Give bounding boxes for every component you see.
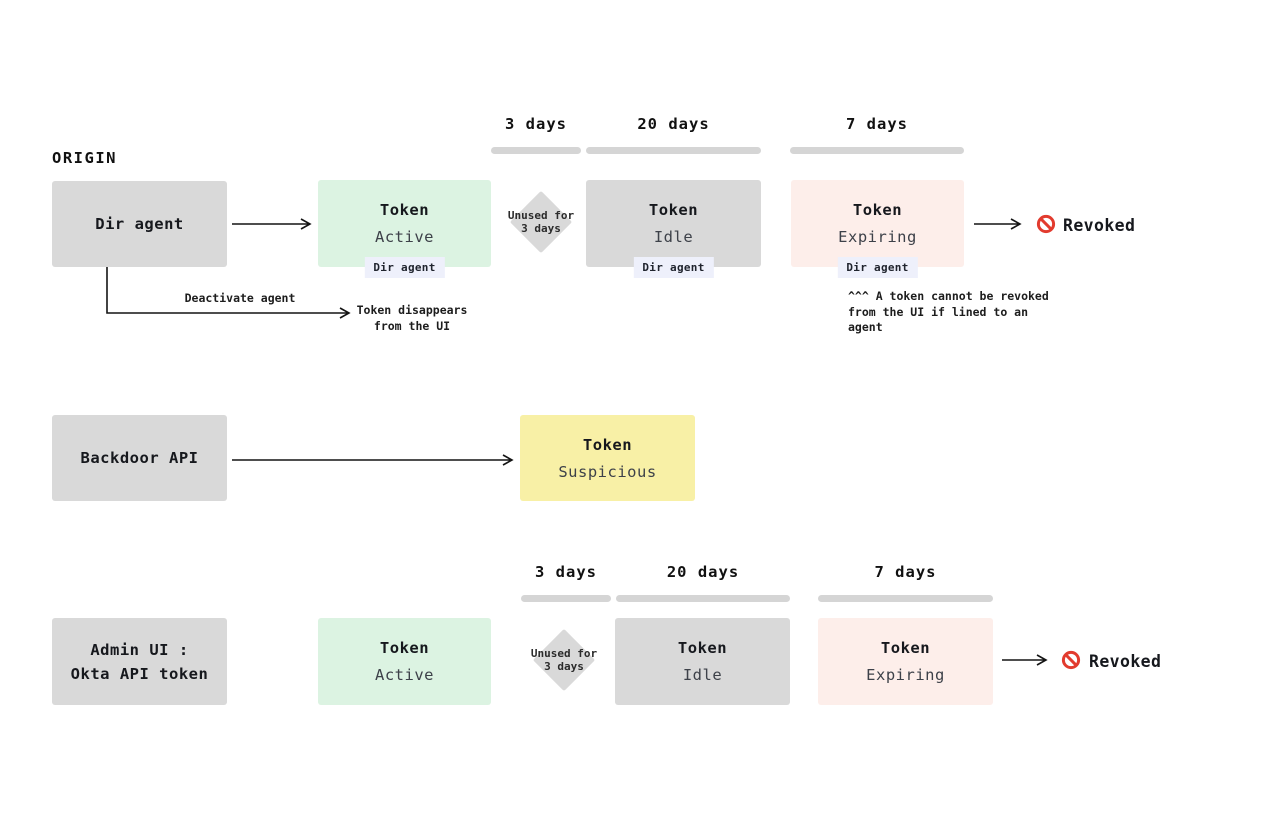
timeline-bottom-label-7days: 7 days (874, 563, 937, 581)
unused-3days-label: Unused for 3 days (530, 646, 598, 674)
token-title: Token (648, 201, 699, 219)
token-title: Token (379, 201, 430, 219)
token-title: Token (379, 639, 430, 657)
token-status: Expiring (838, 228, 917, 246)
dir-agent-tag: Dir agent (837, 257, 918, 278)
unused-3days-decision-row1: Unused for 3 days (503, 190, 579, 254)
token-title: Token (677, 639, 728, 657)
timeline-top-bar-20days (586, 147, 761, 154)
arrow-backdoor-to-suspicious (232, 454, 514, 466)
timeline-bottom-label-3days: 3 days (535, 563, 597, 581)
revoked-label-row3: Revoked (1089, 652, 1162, 671)
backdoor-api-source-label: Backdoor API (80, 449, 199, 467)
token-idle-box-row1: Token Idle Dir agent (586, 180, 761, 278)
unused-3days-decision-row3: Unused for 3 days (526, 628, 602, 692)
token-active-box-row3: Token Active (318, 618, 491, 705)
prohibited-icon (1061, 650, 1081, 670)
dir-agent-tag: Dir agent (633, 257, 714, 278)
admin-ui-source-box: Admin UI : Okta API token (52, 618, 227, 705)
token-expiring-box-row1: Token Expiring Dir agent (791, 180, 964, 278)
token-status: Active (375, 228, 434, 246)
token-suspicious-box: Token Suspicious (520, 415, 695, 501)
timeline-top-bar-3days (491, 147, 581, 154)
unused-3days-label: Unused for 3 days (507, 208, 575, 236)
token-title: Token (880, 639, 931, 657)
token-status: Expiring (866, 666, 945, 684)
timeline-bottom-label-20days: 20 days (666, 563, 740, 581)
timeline-top-label-7days: 7 days (846, 115, 908, 133)
dir-agent-source-box: Dir agent (52, 181, 227, 267)
arrow-expiring-to-revoked-row1 (974, 218, 1022, 230)
revoked-label-row1: Revoked (1063, 216, 1136, 235)
dir-agent-source-label: Dir agent (95, 215, 184, 233)
arrow-deactivate-agent (106, 267, 351, 319)
timeline-bottom-bar-7days (818, 595, 993, 602)
cannot-revoke-note: ^^^ A token cannot be revoked from the U… (848, 289, 1049, 334)
token-status: Idle (682, 666, 723, 684)
timeline-bottom-bar-3days (521, 595, 611, 602)
arrow-dir-agent-to-active (232, 218, 312, 230)
token-status: Idle (653, 228, 694, 246)
backdoor-api-source-box: Backdoor API (52, 415, 227, 501)
token-title: Token (852, 201, 903, 219)
timeline-top-label-3days: 3 days (505, 115, 567, 133)
token-active-box-row1: Token Active Dir agent (318, 180, 491, 278)
token-disappears-note: Token disappears from the UI (356, 303, 468, 333)
timeline-top-bar-7days (790, 147, 964, 154)
prohibited-icon (1036, 214, 1056, 234)
token-title: Token (582, 435, 633, 454)
timeline-top-label-20days: 20 days (637, 115, 710, 133)
admin-ui-source-label: Admin UI : Okta API token (70, 640, 209, 683)
deactivate-agent-label: Deactivate agent (184, 291, 296, 305)
token-status: Suspicious (558, 462, 657, 481)
token-status: Active (375, 666, 434, 684)
token-idle-box-row3: Token Idle (615, 618, 790, 705)
token-expiring-box-row3: Token Expiring (818, 618, 993, 705)
origin-heading: ORIGIN (52, 149, 117, 167)
dir-agent-tag: Dir agent (364, 257, 445, 278)
timeline-bottom-bar-20days (616, 595, 790, 602)
arrow-expiring-to-revoked-row3 (1002, 654, 1048, 666)
